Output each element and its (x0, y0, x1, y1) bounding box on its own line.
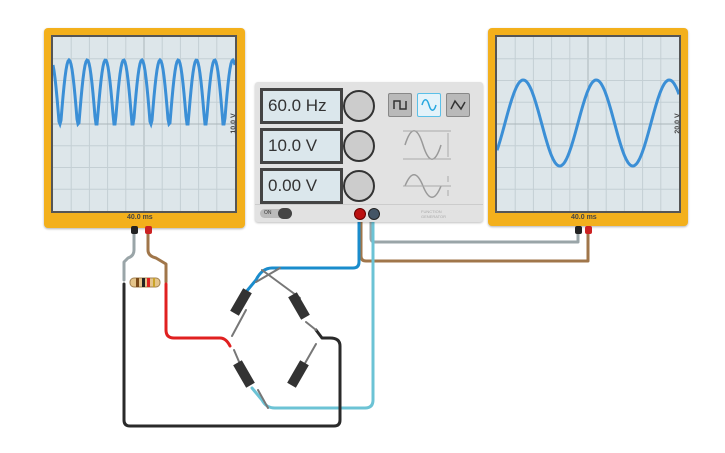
offset-knob[interactable] (343, 170, 375, 202)
output-terminal-negative[interactable] (368, 208, 380, 220)
sine-wave-icon (421, 99, 437, 111)
time-scale-label: 40.0 ms (124, 214, 156, 221)
wire-blue-gen (244, 212, 361, 294)
oscilloscope-right[interactable]: 40.0 ms 20.0 V (488, 28, 688, 234)
brand-label: FUNCTION GENERATOR (421, 209, 446, 219)
offset-icon (403, 174, 451, 198)
resistor (129, 277, 161, 288)
amplitude-display: 10.0 V (260, 128, 343, 164)
frequency-display: 60.0 Hz (260, 88, 343, 124)
wire-black (122, 282, 342, 428)
time-scale-label: 40.0 ms (568, 214, 600, 221)
oscilloscope-left-screen (51, 35, 237, 213)
wire-brown-right-scope (359, 212, 590, 263)
square-wave-icon (393, 100, 407, 110)
amplitude-knob[interactable] (343, 130, 375, 162)
power-label: ON (264, 210, 272, 216)
volt-scale-label: 10.0 V (230, 113, 238, 134)
volt-scale-label: 20.0 V (674, 113, 682, 134)
oscilloscope-right-screen (495, 35, 681, 213)
wire-brown-left (146, 230, 168, 284)
triangle-wave-icon (450, 99, 466, 111)
diode-bridge (230, 288, 310, 388)
sine-wave-button[interactable] (417, 93, 441, 117)
probe-terminal-negative[interactable] (131, 226, 138, 234)
wire-red (164, 282, 232, 348)
oscilloscope-left[interactable]: 40.0 ms 10.0 V (44, 28, 245, 234)
output-terminal-positive[interactable] (354, 208, 366, 220)
triangle-wave-button[interactable] (446, 93, 470, 117)
function-generator: 60.0 Hz 10.0 V 0.00 V ON FUNCTION GENERA… (255, 82, 483, 222)
waveform-sine (495, 37, 681, 211)
probe-terminal-negative[interactable] (575, 226, 582, 234)
power-toggle[interactable]: ON (260, 208, 292, 219)
square-wave-button[interactable] (388, 93, 412, 117)
probe-terminal-positive[interactable] (145, 226, 152, 234)
amplitude-icon (403, 130, 451, 160)
wire-gray-left (122, 230, 136, 282)
wire-cyan-gen (250, 212, 375, 410)
probe-terminal-positive[interactable] (585, 226, 592, 234)
offset-display: 0.00 V (260, 168, 343, 204)
frequency-knob[interactable] (343, 90, 375, 122)
waveform-rectified (51, 37, 237, 211)
